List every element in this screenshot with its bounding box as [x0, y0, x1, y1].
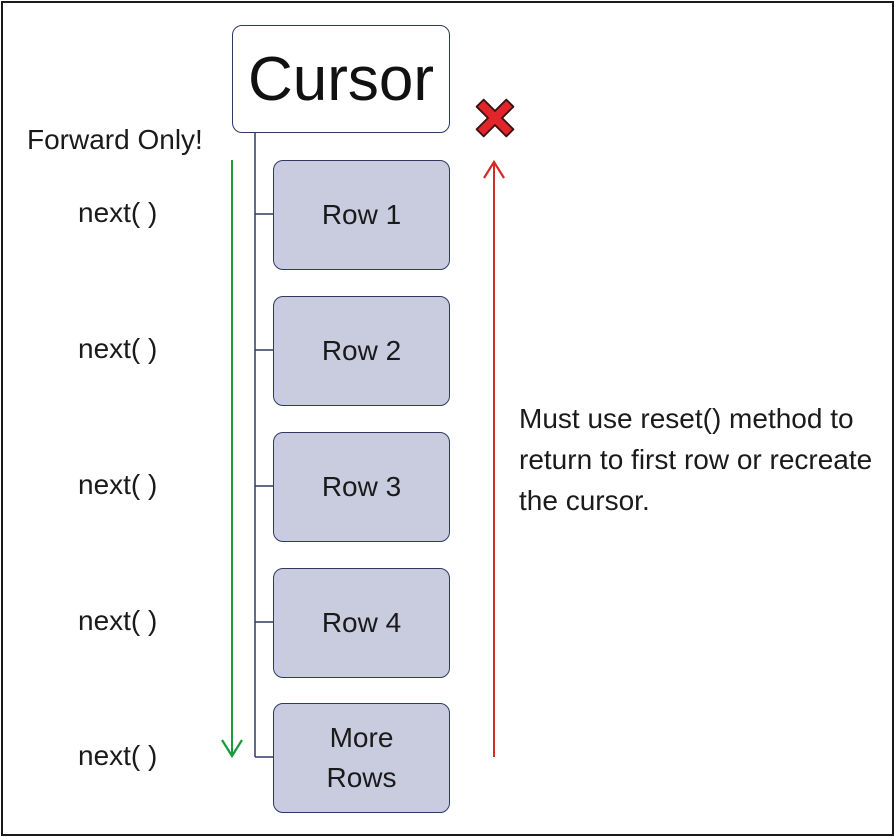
forward-only-label: Forward Only!	[27, 124, 203, 155]
cursor-label: Cursor	[247, 44, 435, 114]
row-label: Row 3	[321, 471, 402, 502]
cursor-box: Cursor	[232, 25, 450, 133]
next-label-1: next( )	[78, 197, 158, 228]
row-label: More Rows	[326, 722, 397, 793]
row-label: Row 2	[321, 335, 402, 366]
next-label-5: next( )	[78, 740, 158, 771]
row-box-2: Row 2	[273, 296, 450, 406]
row-box-3: Row 3	[273, 432, 450, 542]
red-x-icon	[475, 98, 515, 138]
next-label-3: next( )	[78, 469, 158, 500]
row-box-more: More Rows	[273, 703, 450, 813]
row-label: Row 4	[321, 607, 402, 638]
row-label: Row 1	[321, 199, 402, 230]
forward-arrow-icon	[221, 160, 243, 759]
row-box-1: Row 1	[273, 160, 450, 270]
reset-note: Must use reset() method to return to fir…	[519, 403, 873, 516]
next-label-4: next( )	[78, 605, 158, 636]
next-label-2: next( )	[78, 333, 158, 364]
back-arrow-icon	[483, 159, 505, 757]
row-box-4: Row 4	[273, 568, 450, 678]
